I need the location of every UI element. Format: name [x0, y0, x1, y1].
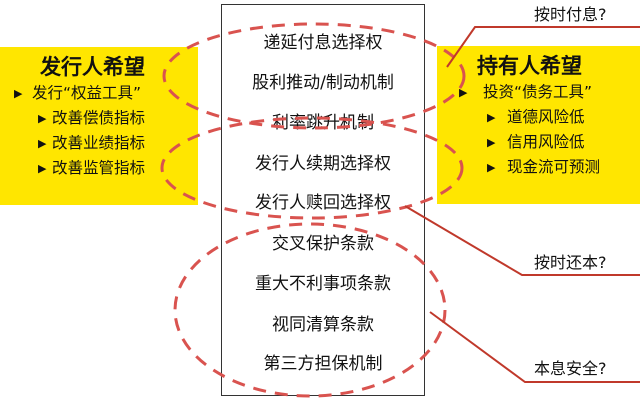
clause-deferred-interest: 递延付息选择权	[263, 33, 383, 53]
issuer-hopes-box: 发行人希望 ▶ 发行“权益工具” ▶ 改善偿债指标 ▶ 改善业绩指标 ▶ 改善监…	[0, 47, 198, 205]
bullet-icon: ▶	[459, 86, 468, 99]
issuer-title: 发行人希望	[40, 55, 145, 79]
bullet-icon: ▶	[38, 112, 47, 125]
issuer-item: ▶ 改善业绩指标	[6, 131, 198, 156]
holder-hopes-box: 持有人希望 ▶ 投资“债务工具” ▶ 道德风险低 ▶ 信用风险低 ▶ 现金流可预…	[437, 46, 640, 204]
clause-panel: 递延付息选择权 股利推动/制动机制 利率跳升机制 发行人续期选择权 发行人赎回选…	[221, 4, 425, 396]
bullet-icon: ▶	[14, 87, 23, 100]
holder-main-item-label: 投资“债务工具”	[483, 83, 593, 101]
issuer-item: ▶ 改善偿债指标	[6, 106, 198, 131]
clause-dividend-pusher-stopper: 股利推动/制动机制	[252, 73, 394, 93]
holder-item-label: 现金流可预测	[507, 158, 601, 176]
holder-item: ▶ 现金流可预测	[447, 155, 640, 180]
holder-main-item: ▶ 投资“债务工具”	[447, 80, 640, 105]
question-principal: 按时还本?	[534, 253, 607, 272]
clause-extension-option: 发行人续期选择权	[255, 154, 391, 174]
issuer-item-label: 改善偿债指标	[52, 109, 146, 127]
clause-rate-step-up: 利率跳升机制	[272, 113, 374, 133]
clause-redemption-option: 发行人赎回选择权	[255, 193, 391, 213]
holder-item-label: 道德风险低	[507, 108, 585, 126]
holder-title: 持有人希望	[477, 54, 582, 78]
question-safety: 本息安全?	[534, 359, 607, 378]
holder-item-label: 信用风险低	[507, 133, 585, 151]
clause-deemed-liquidation: 视同清算条款	[272, 315, 374, 335]
issuer-item-label: 改善业绩指标	[52, 134, 146, 152]
holder-item: ▶ 道德风险低	[447, 105, 640, 130]
bullet-icon: ▶	[38, 137, 47, 150]
bullet-icon: ▶	[487, 136, 496, 149]
holder-item: ▶ 信用风险低	[447, 130, 640, 155]
issuer-main-item: ▶ 发行“权益工具”	[6, 81, 198, 106]
bullet-icon: ▶	[38, 162, 47, 175]
clause-material-adverse: 重大不利事项条款	[255, 274, 391, 294]
issuer-main-item-label: 发行“权益工具”	[32, 84, 142, 102]
issuer-item: ▶ 改善监管指标	[6, 156, 198, 181]
question-interest: 按时付息?	[534, 5, 607, 24]
bullet-icon: ▶	[487, 161, 496, 174]
bullet-icon: ▶	[487, 111, 496, 124]
clause-cross-protection: 交叉保护条款	[272, 234, 374, 254]
clause-third-party-guarantee: 第三方担保机制	[263, 354, 383, 374]
issuer-item-label: 改善监管指标	[52, 159, 146, 177]
